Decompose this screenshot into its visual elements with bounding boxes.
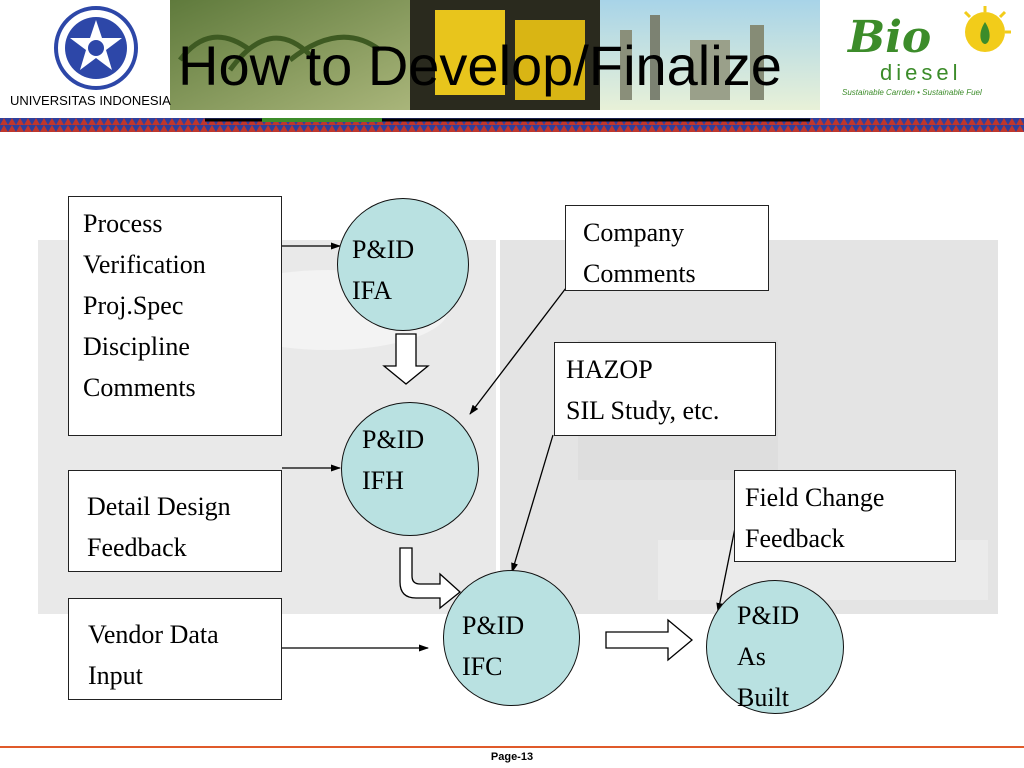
pid-as-built-node: P&ID As Built — [706, 580, 844, 714]
box-line: Process — [83, 209, 163, 238]
box-line: Detail Design — [87, 492, 231, 521]
node-line: IFH — [362, 466, 404, 495]
pid-ifc-node: P&ID IFC — [443, 570, 580, 706]
arrow-company-to-ifh — [469, 287, 567, 415]
university-name: UNIVERSITAS INDONESIA — [10, 93, 171, 108]
box-line: Proj.Spec — [83, 291, 184, 320]
box-line: Verification — [83, 250, 206, 279]
box-line: Comments — [583, 259, 696, 288]
field-change-box: Field Change Feedback — [734, 470, 956, 562]
node-line: Built — [737, 683, 790, 712]
node-line: IFC — [462, 652, 503, 681]
box-line: Input — [88, 661, 143, 690]
box-line: HAZOP — [566, 355, 653, 384]
node-line: P&ID — [352, 235, 415, 264]
company-comments-box: Company Comments — [565, 205, 769, 291]
box-line: Feedback — [745, 524, 845, 553]
box-line: Company — [583, 218, 685, 247]
biodiesel-logo-word2: diesel — [880, 60, 962, 85]
biodiesel-logo — [840, 4, 1020, 100]
biodiesel-logo-word1: Bio — [848, 12, 932, 63]
block-arrow-ifc-to-asbuilt — [605, 618, 694, 662]
node-line: As — [737, 642, 766, 671]
pid-ifh-node: P&ID IFH — [341, 402, 479, 536]
vendor-data-box: Vendor Data Input — [68, 598, 282, 700]
university-seal-logo — [48, 4, 144, 92]
box-line: Feedback — [87, 533, 187, 562]
hazop-box: HAZOP SIL Study, etc. — [554, 342, 776, 436]
slide-title: How to Develop/Finalize — [178, 34, 782, 97]
node-line: P&ID — [462, 611, 525, 640]
box-line: Comments — [83, 373, 196, 402]
block-arrow-ifa-to-ifh — [382, 333, 430, 385]
block-arrow-ifh-to-ifc — [399, 547, 462, 610]
arrow-hazop-to-ifc — [511, 434, 554, 573]
arrow-field-to-asbuilt — [716, 527, 736, 613]
box-line: SIL Study, etc. — [566, 396, 720, 425]
pid-ifa-node: P&ID IFA — [337, 198, 469, 331]
box-line: Vendor Data — [88, 620, 219, 649]
detail-design-box: Detail Design Feedback — [68, 470, 282, 572]
box-line: Discipline — [83, 332, 190, 361]
header-pattern-band — [0, 118, 1024, 132]
biodiesel-logo-tagline: Sustainable Carrden • Sustainable Fuel — [842, 88, 982, 97]
header-photo-strip — [170, 0, 820, 110]
node-line: P&ID — [737, 601, 800, 630]
page-number: Page-13 — [490, 751, 534, 763]
footer-divider — [0, 746, 1024, 748]
node-line: P&ID — [362, 425, 425, 454]
box-line: Field Change — [745, 483, 885, 512]
process-verification-box: Process Verification Proj.Spec Disciplin… — [68, 196, 282, 436]
node-line: IFA — [352, 276, 392, 305]
